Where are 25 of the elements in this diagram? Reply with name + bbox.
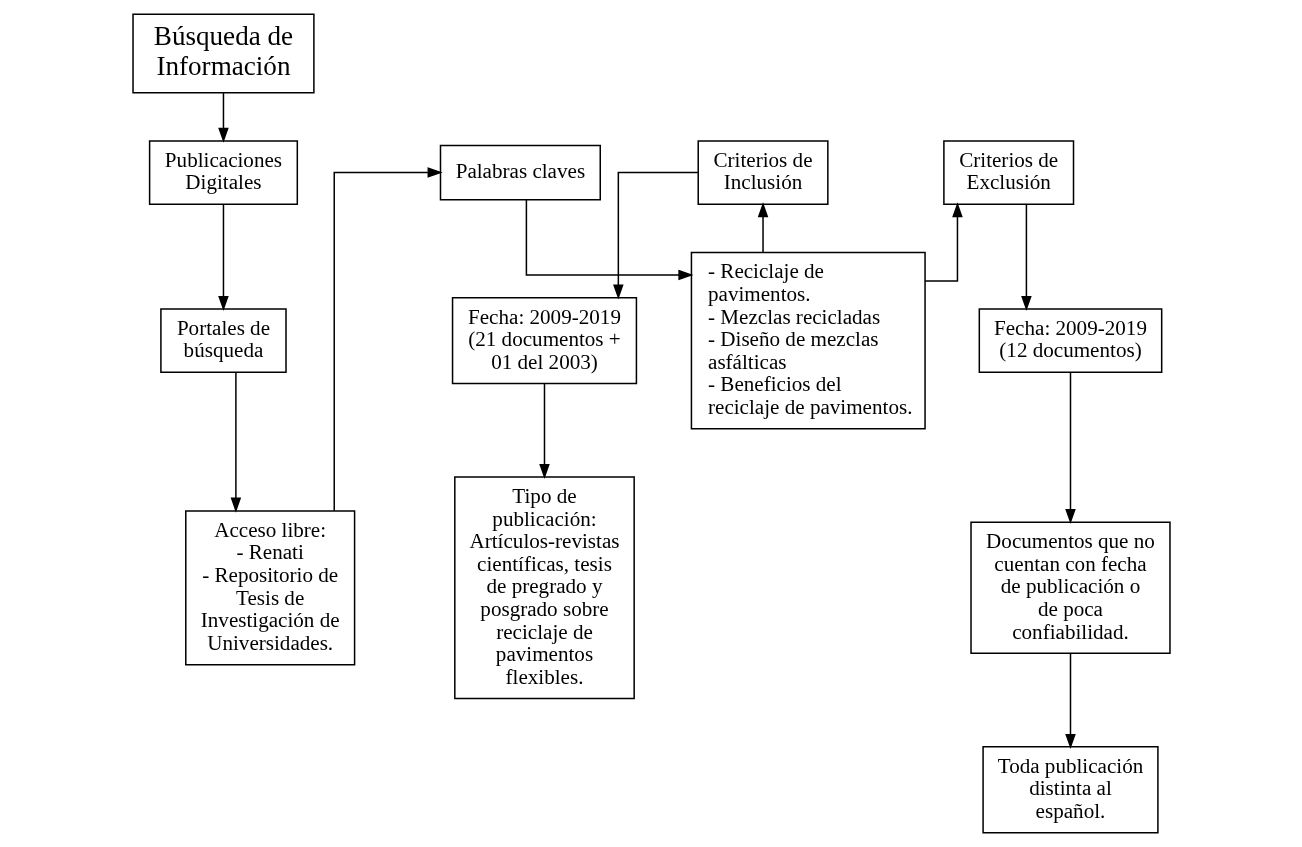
arrow xyxy=(525,199,693,281)
arrow xyxy=(757,202,768,253)
arrow xyxy=(230,371,241,513)
node-box: Acceso libre: - Renati - Repositorio de Tesis de Investigación de Universidades. xyxy=(184,510,355,666)
node-box: Criterios de Exclusión xyxy=(942,140,1074,205)
arrow xyxy=(1020,203,1032,311)
arrow xyxy=(612,171,699,300)
arrow xyxy=(217,92,229,143)
node-box: Palabras claves xyxy=(439,144,601,201)
node-box: Documentos que no cuentan con fecha de publicación o de poca confiabilidad. xyxy=(969,521,1171,655)
node-box: Búsqueda de Información xyxy=(131,13,315,94)
arrow xyxy=(1064,652,1076,750)
arrow xyxy=(1064,371,1076,525)
node-box: Toda publicación distinta al español. xyxy=(981,746,1159,834)
node-box: Portales de búsqueda xyxy=(159,308,287,373)
node-box: Tipo de publicación: Artículos-revistas científicas, tesis de pregrado y posgrado sobre reciclaje de pavimentos flexibles. xyxy=(453,476,635,700)
node-box: - Reciclaje de pavimentos. - Mezclas recicladas - Diseño de mezclas asfálticas - Beneficios del reciclaje de pavimentos. xyxy=(690,251,926,430)
node-box: Criterios de Inclusión xyxy=(696,140,829,205)
node-box: Publicaciones Digitales xyxy=(148,140,298,205)
arrow xyxy=(217,203,229,311)
node-box: Fecha: 2009-2019 (21 documentos + 01 del 2003) xyxy=(451,296,637,385)
arrow xyxy=(333,167,443,512)
arrow xyxy=(538,382,550,479)
node-box: Fecha: 2009-2019 (12 documentos) xyxy=(978,308,1162,373)
arrow xyxy=(923,202,963,282)
